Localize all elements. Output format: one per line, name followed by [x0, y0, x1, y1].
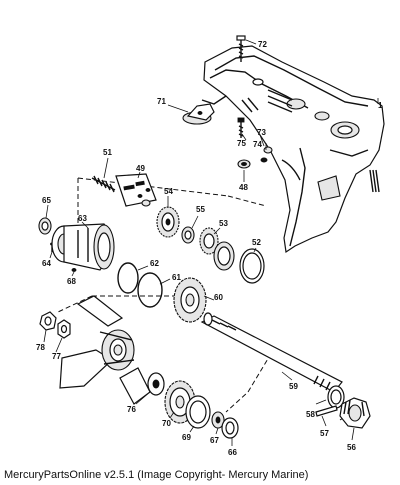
callout-55: 55: [196, 205, 205, 214]
callout-63: 63: [78, 214, 87, 223]
pinion-gear-54: [156, 206, 180, 238]
callout-62: 62: [150, 259, 159, 268]
propeller: [59, 295, 151, 405]
shift-kit-49: [115, 173, 157, 207]
callout-75: 75: [237, 139, 246, 148]
callout-70: 70: [162, 419, 171, 428]
callout-72: 72: [258, 40, 267, 49]
race-52: [239, 248, 265, 284]
pin-57: [315, 405, 338, 417]
bearing-53: [199, 227, 235, 271]
callout-64: 64: [42, 259, 51, 268]
callout-52: 52: [252, 238, 261, 247]
callout-74: 74: [253, 140, 262, 149]
nut-48: [237, 159, 251, 169]
callout-73: 73: [257, 128, 266, 137]
callout-58: 58: [306, 410, 315, 419]
callout-67: 67: [210, 436, 219, 445]
oring-62: [117, 262, 139, 294]
dowel-68: [71, 268, 77, 272]
stud-72: [236, 35, 246, 62]
callout-49: 49: [136, 164, 145, 173]
callout-60: 60: [214, 293, 223, 302]
retainer-69: [185, 395, 211, 429]
gear-60: [173, 277, 207, 323]
spring-51: [91, 175, 116, 193]
anode-71: [182, 103, 215, 125]
callout-66: 66: [228, 448, 237, 457]
bearing-55: [181, 226, 195, 244]
callout-56: 56: [347, 443, 356, 452]
washer-76: [147, 372, 165, 396]
callout-71: 71: [157, 97, 166, 106]
copyright-caption: MercuryPartsOnline v2.5.1 (Image Copyrig…: [4, 469, 309, 481]
callout-68: 68: [67, 277, 76, 286]
callout-61: 61: [172, 273, 181, 282]
callout-59: 59: [289, 382, 298, 391]
callout-57: 57: [320, 429, 329, 438]
gear-housing: [201, 45, 385, 254]
screw-75: [237, 117, 245, 138]
callout-77: 77: [52, 352, 61, 361]
propeller-shaft-59: [200, 312, 343, 393]
bearing-66: [221, 417, 239, 439]
hardware-73-74: [260, 146, 273, 163]
callout-65: 65: [42, 196, 51, 205]
callout-51: 51: [103, 148, 112, 157]
nut-78: [39, 311, 57, 331]
callout-78: 78: [36, 343, 45, 352]
bearing-carrier-63: [51, 223, 115, 271]
oring-61: [137, 272, 163, 308]
seal-58: [327, 385, 345, 409]
callout-76-bottom: 76: [127, 405, 136, 414]
callout-69: 69: [182, 433, 191, 442]
clutch-56: [339, 397, 371, 429]
washer-77: [57, 319, 71, 339]
callout-1: 1: [378, 101, 383, 110]
callout-53: 53: [219, 219, 228, 228]
callout-48: 48: [239, 183, 248, 192]
callout-54: 54: [164, 187, 173, 196]
washer-67: [211, 411, 225, 429]
bearing-65: [38, 217, 52, 235]
